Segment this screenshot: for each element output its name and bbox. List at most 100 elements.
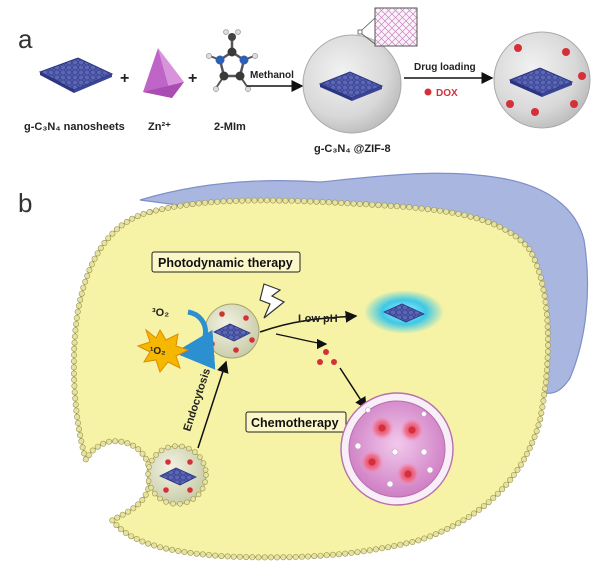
membrane-bead xyxy=(74,308,81,315)
membrane-bead xyxy=(360,548,367,555)
membrane-bead xyxy=(214,198,221,205)
membrane-bead xyxy=(282,197,289,204)
membrane-bead xyxy=(424,206,431,213)
membrane-bead xyxy=(372,546,379,553)
membrane-bead xyxy=(139,538,146,545)
vesicle-membrane-bead xyxy=(165,444,171,451)
membrane-bead xyxy=(541,385,548,392)
membrane-bead xyxy=(236,553,243,560)
membrane-bead xyxy=(232,197,239,204)
membrane-bead xyxy=(520,456,527,463)
membrane-bead xyxy=(542,298,549,305)
membrane-bead xyxy=(251,197,258,204)
membrane-bead xyxy=(208,199,215,206)
membrane-bead xyxy=(470,510,477,517)
nanoparticle-icon xyxy=(204,303,260,359)
pdt-label: Photodynamic therapy xyxy=(158,256,293,270)
membrane-bead xyxy=(362,201,369,208)
membrane-bead xyxy=(171,203,178,210)
membrane-bead xyxy=(512,233,519,240)
membrane-bead xyxy=(89,447,96,454)
triplet-oxygen-label: ³O₂ xyxy=(152,307,169,319)
membrane-bead xyxy=(267,554,274,561)
membrane-bead xyxy=(391,542,398,549)
membrane-bead xyxy=(444,525,451,532)
membrane-bead xyxy=(354,549,361,556)
chemo-box xyxy=(245,411,347,433)
vesicle-membrane-bead xyxy=(145,478,152,484)
membrane-bead xyxy=(460,517,467,524)
membrane-bead xyxy=(117,526,124,533)
vesicle-membrane-bead xyxy=(148,484,154,491)
membrane-bead xyxy=(125,508,132,515)
vesicle-membrane-bead xyxy=(202,467,209,473)
membrane-bead xyxy=(473,215,480,222)
membrane-bead xyxy=(130,505,137,512)
membrane-bead xyxy=(280,554,287,561)
vesicle-membrane-bead xyxy=(158,447,165,454)
membrane-bead xyxy=(71,382,78,389)
membrane-bead xyxy=(539,280,546,287)
methanol-label: Methanol xyxy=(250,70,294,81)
membrane-bead xyxy=(153,207,160,214)
membrane-bead xyxy=(130,442,137,449)
membrane-bead xyxy=(255,554,262,561)
membrane-bead xyxy=(366,547,373,554)
membrane-bead xyxy=(544,342,551,349)
panel-a: a g-C₃N₄ nanosheets + Zn²⁺ + xyxy=(18,7,591,155)
vesicle-membrane-bead xyxy=(199,485,206,492)
composite-label: g-C₃N₄ @ZIF-8 xyxy=(314,143,391,155)
membrane-bead xyxy=(427,533,434,540)
membrane-bead xyxy=(496,223,503,230)
membrane-bead xyxy=(82,278,89,285)
membrane-bead xyxy=(72,327,79,334)
vesicle-membrane-bead xyxy=(190,496,196,502)
membrane-bead xyxy=(177,202,184,209)
pdt-box xyxy=(151,251,301,273)
membrane-bead xyxy=(94,250,101,257)
membrane-bead xyxy=(276,197,283,204)
membrane-bead xyxy=(540,286,547,293)
membrane-bead xyxy=(443,208,450,215)
membrane-bead xyxy=(522,241,529,248)
membrane-bead xyxy=(245,197,252,204)
membrane-bead xyxy=(226,198,233,205)
membrane-bead xyxy=(400,203,407,210)
membrane-bead xyxy=(502,226,509,233)
nanosheet-icon xyxy=(38,57,114,93)
lysosome-icon xyxy=(340,392,454,506)
membrane-bead xyxy=(409,538,416,545)
chemo-arrow xyxy=(339,367,367,410)
membrane-bead xyxy=(73,407,80,414)
membrane-bead xyxy=(114,514,121,521)
membrane-bead xyxy=(485,499,492,506)
vesicle-membrane-bead xyxy=(170,500,176,507)
membrane-bead xyxy=(206,551,213,558)
composite-sphere-icon xyxy=(302,7,418,134)
membrane-bead xyxy=(348,549,355,556)
membrane-bead xyxy=(403,540,410,547)
membrane-bead xyxy=(100,440,107,447)
membrane-bead xyxy=(292,553,299,560)
chemo-label: Chemotherapy xyxy=(251,416,339,430)
membrane-bead xyxy=(332,199,339,206)
vesicle-membrane-bead xyxy=(145,471,151,477)
membrane-bead xyxy=(163,545,170,552)
membrane-bead xyxy=(499,486,506,493)
vesicle-membrane-bead xyxy=(153,452,159,458)
membrane-bead xyxy=(70,364,77,371)
dox-label: DOX xyxy=(436,88,458,99)
membrane-bead xyxy=(157,544,164,551)
membrane-bead xyxy=(135,501,142,508)
membrane-bead xyxy=(101,240,108,247)
membrane-bead xyxy=(538,410,545,417)
singlet-oxygen-burst-icon xyxy=(136,328,190,374)
membrane-bead xyxy=(323,552,330,559)
membrane-bead xyxy=(224,553,231,560)
membrane-bead xyxy=(381,202,388,209)
membrane-bead xyxy=(78,290,85,297)
membrane-bead xyxy=(543,311,550,318)
membrane-bead xyxy=(261,554,268,561)
membrane-bead xyxy=(490,494,497,501)
membrane-bead xyxy=(430,206,437,213)
